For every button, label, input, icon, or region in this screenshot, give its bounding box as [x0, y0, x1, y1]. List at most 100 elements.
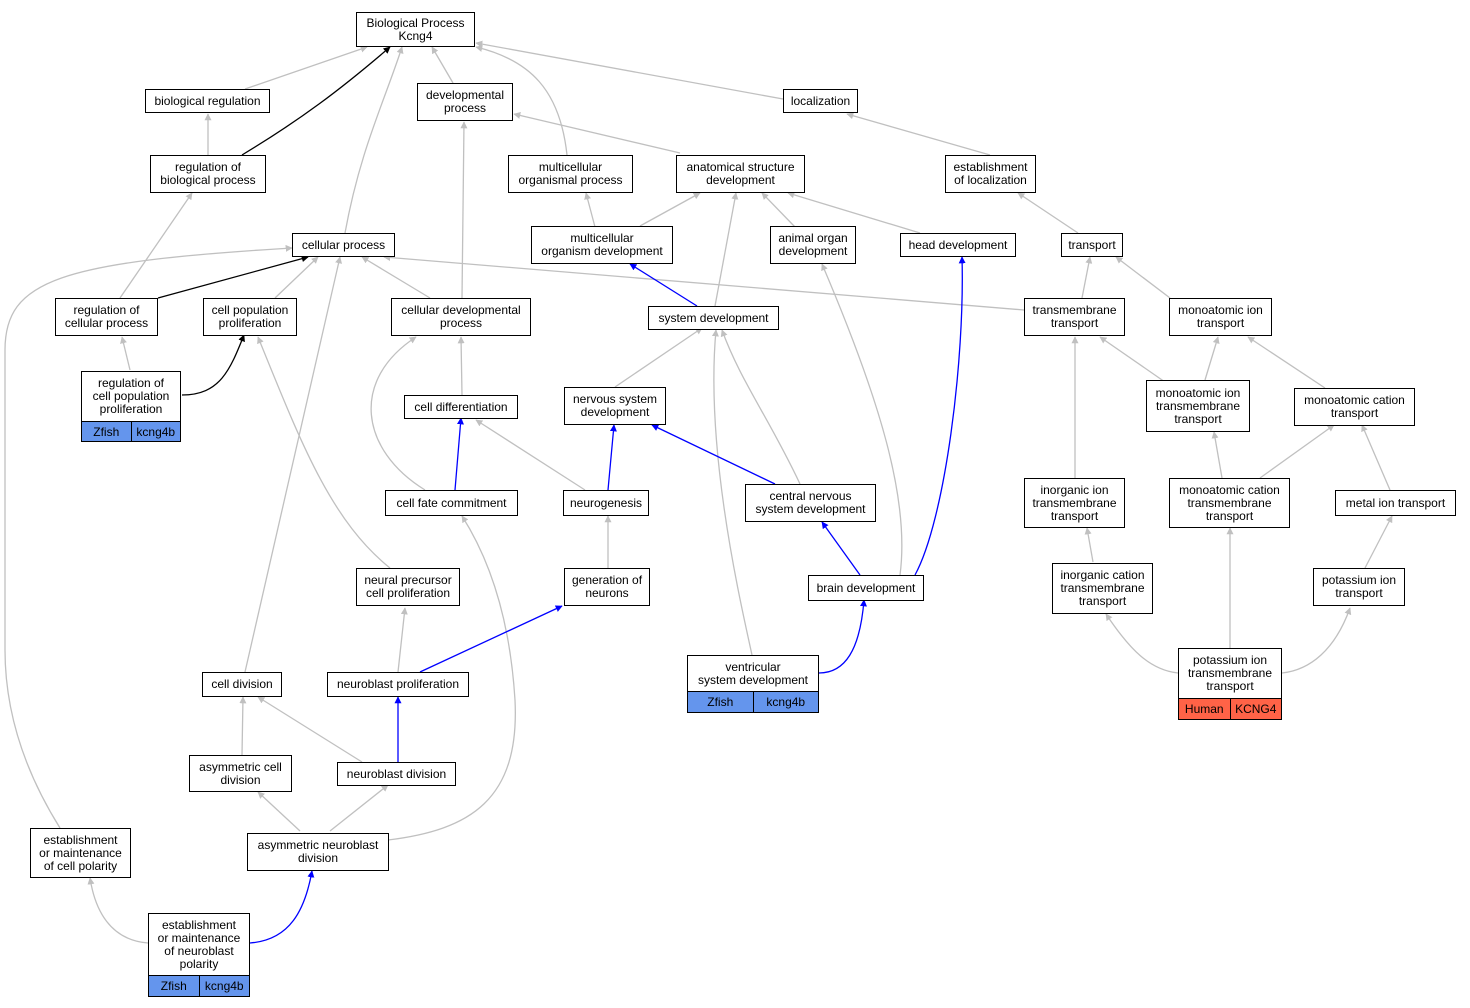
node-neuroblast-division[interactable]: neuroblast division: [337, 762, 456, 786]
edge: [714, 192, 739, 307]
edge: [431, 46, 454, 84]
node-establishment-or-maintenance-of-cell-polarity[interactable]: establishment or maintenance of cell pol…: [30, 828, 131, 878]
node-monoatomic-cation-transport[interactable]: monoatomic cation transport: [1294, 388, 1415, 426]
node-neurogenesis[interactable]: neurogenesis: [563, 490, 649, 516]
edge: [1204, 336, 1220, 381]
node-regulation-of-biological-process[interactable]: regulation of biological process: [150, 155, 266, 193]
edge: [475, 419, 586, 491]
node-root[interactable]: Biological Process Kcng4: [356, 12, 475, 47]
edge: [419, 605, 563, 673]
edge: [239, 696, 247, 756]
edge: [1115, 256, 1171, 299]
edge: [846, 112, 991, 156]
edge: [513, 112, 681, 154]
node-ventricular-system-development[interactable]: ventricular system development: [687, 655, 819, 692]
node-inorganic-cation-transmembrane-transport[interactable]: inorganic cation transmembrane transport: [1052, 563, 1153, 614]
node-cell-fate-commitment[interactable]: cell fate commitment: [385, 490, 518, 516]
node-inorganic-ion-transmembrane-transport[interactable]: inorganic ion transmembrane transport: [1024, 478, 1125, 528]
edge: [1259, 424, 1335, 479]
edge: [818, 599, 867, 674]
edge: [1105, 613, 1179, 674]
node-nervous-system-development[interactable]: nervous system development: [564, 387, 666, 425]
edge: [454, 417, 464, 491]
edge: [720, 329, 801, 485]
gene-badge: kcng4b: [198, 976, 249, 996]
node-monoatomic-ion-transport[interactable]: monoatomic ion transport: [1169, 298, 1272, 336]
node-multicellular-organism-development[interactable]: multicellular organism development: [531, 226, 673, 264]
node-transport[interactable]: transport: [1061, 233, 1123, 257]
annotation-row: Zfish kcng4b: [687, 691, 819, 713]
node-cellular-process[interactable]: cellular process: [292, 233, 395, 257]
edge: [257, 696, 363, 763]
node-regulation-of-cell-population-proliferation[interactable]: regulation of cell population proliferat…: [81, 371, 181, 422]
node-cell-division[interactable]: cell division: [202, 672, 282, 697]
node-cellular-developmental-process[interactable]: cellular developmental process: [391, 298, 531, 336]
gene-badge: kcng4b: [752, 692, 818, 712]
edge: [584, 192, 596, 228]
species-badge: Human: [1179, 699, 1230, 719]
edge: [257, 336, 391, 569]
species-badge: Zfish: [688, 692, 753, 712]
node-central-nervous-system-development[interactable]: central nervous system development: [745, 484, 876, 522]
edge: [651, 424, 776, 485]
edge: [1081, 256, 1093, 299]
edge: [629, 263, 698, 307]
node-potassium-ion-transmembrane-transport[interactable]: potassium ion transmembrane transport: [1178, 648, 1282, 699]
edge: [1099, 336, 1166, 383]
node-metal-ion-transport[interactable]: metal ion transport: [1335, 490, 1456, 516]
node-monoatomic-ion-transmembrane-transport[interactable]: monoatomic ion transmembrane transport: [1146, 380, 1250, 432]
edge: [119, 192, 193, 299]
edge: [475, 40, 784, 100]
edge: [711, 329, 753, 656]
edge: [1084, 527, 1094, 563]
edge: [397, 607, 408, 673]
node-system-development[interactable]: system development: [648, 306, 779, 330]
edge: [1247, 336, 1326, 389]
node-generation-of-neurons[interactable]: generation of neurons: [564, 568, 650, 606]
node-developmental-process[interactable]: developmental process: [417, 83, 513, 121]
node-asymmetric-neuroblast-division[interactable]: asymmetric neuroblast division: [247, 833, 389, 871]
edge: [361, 256, 431, 299]
edge: [1281, 607, 1352, 674]
species-badge: Zfish: [82, 422, 131, 441]
edge: [1211, 431, 1223, 479]
node-establishment-of-localization[interactable]: establishment of localization: [945, 155, 1036, 193]
edge: [614, 327, 703, 388]
node-asymmetric-cell-division[interactable]: asymmetric cell division: [189, 755, 292, 792]
edge: [821, 521, 861, 576]
node-potassium-ion-transport[interactable]: potassium ion transport: [1313, 568, 1405, 606]
node-multicellular-organismal-process[interactable]: multicellular organismal process: [508, 155, 633, 193]
node-biological-regulation[interactable]: biological regulation: [145, 89, 270, 113]
edge: [475, 45, 568, 156]
node-brain-development[interactable]: brain development: [808, 575, 924, 601]
edge: [821, 263, 903, 576]
node-neural-precursor-cell-proliferation[interactable]: neural precursor cell proliferation: [356, 568, 460, 606]
node-anatomical-structure-development[interactable]: anatomical structure development: [676, 155, 805, 193]
node-localization[interactable]: localization: [783, 89, 858, 113]
edge: [387, 515, 516, 841]
node-cell-population-proliferation[interactable]: cell population proliferation: [203, 298, 297, 336]
edge: [257, 791, 301, 832]
node-monoatomic-cation-transmembrane-transport[interactable]: monoatomic cation transmembrane transpor…: [1169, 478, 1290, 528]
edge: [274, 256, 319, 299]
annotation-row: Zfish kcng4b: [148, 975, 250, 997]
annotation-row: Human KCNG4: [1178, 698, 1282, 720]
edge: [639, 192, 701, 227]
node-regulation-of-cellular-process[interactable]: regulation of cellular process: [55, 298, 158, 336]
node-cell-differentiation[interactable]: cell differentiation: [404, 395, 518, 419]
edge: [370, 336, 426, 491]
node-animal-organ-development[interactable]: animal organ development: [770, 226, 856, 264]
edge: [1361, 424, 1391, 491]
node-neuroblast-proliferation[interactable]: neuroblast proliferation: [327, 672, 469, 697]
edge: [383, 254, 1025, 311]
edge: [787, 191, 921, 234]
edge: [87, 877, 149, 944]
edge: [4, 244, 293, 829]
edge: [241, 46, 391, 156]
node-establishment-or-maintenance-of-neuroblast-polarity[interactable]: establishment or maintenance of neurobla…: [148, 913, 250, 976]
node-head-development[interactable]: head development: [900, 233, 1016, 257]
edge: [157, 255, 309, 299]
node-transmembrane-transport[interactable]: transmembrane transport: [1024, 298, 1125, 336]
edge: [249, 870, 315, 944]
